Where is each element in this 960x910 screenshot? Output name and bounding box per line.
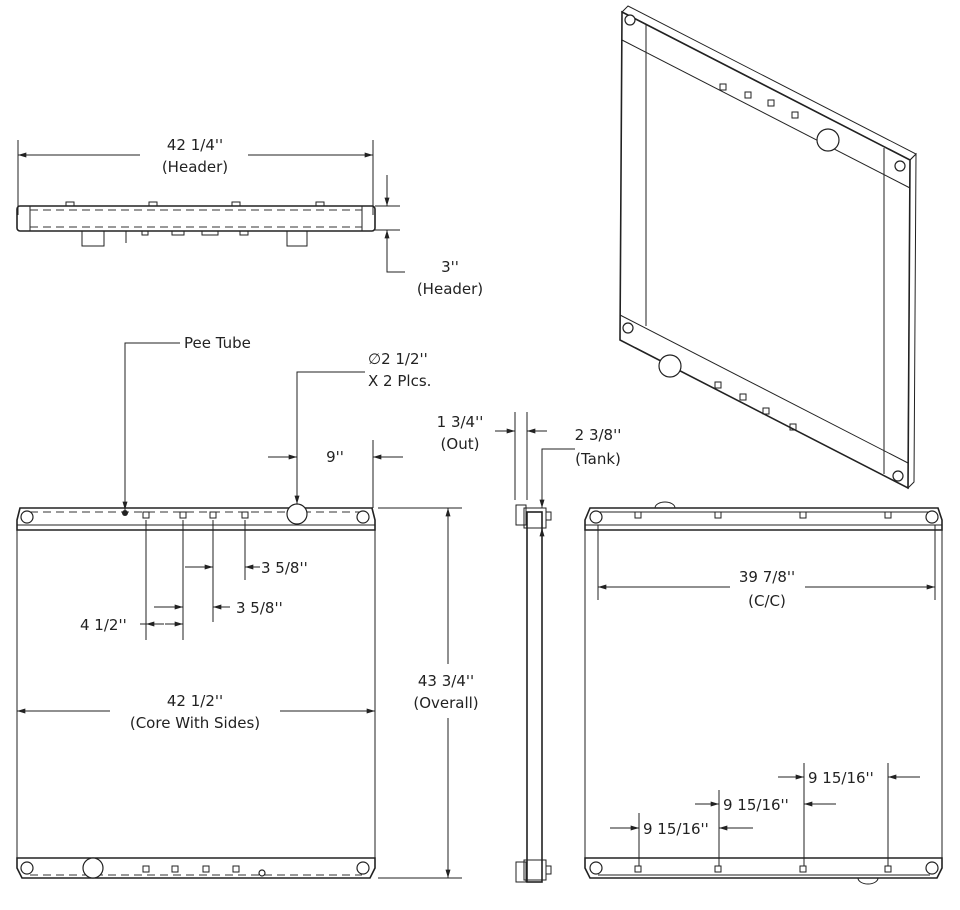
tank-value: 2 3/8'': [575, 426, 622, 444]
header-height-label: (Header): [417, 280, 483, 298]
pee-tube-label: Pee Tube: [184, 334, 251, 352]
tab-spacing-3: 4 1/2'': [80, 616, 127, 634]
tab-spacing-2: 3 5/8'': [236, 599, 283, 617]
overall-height-label: (Overall): [413, 694, 478, 712]
side-view: 1 3/4'' (Out) 2 3/8'' (Tank): [437, 412, 622, 883]
header-height-value: 3'': [441, 258, 459, 276]
header-width-value: 42 1/4'': [167, 136, 223, 154]
cc-label: (C/C): [748, 592, 786, 610]
header-body: [16, 205, 376, 232]
side-out-label: (Out): [441, 435, 480, 453]
inlet-offset: 9'': [326, 448, 344, 466]
rear-spacing-2: 9 15/16'': [723, 796, 789, 814]
core-width-label: (Core With Sides): [130, 714, 260, 732]
inlet-diameter: ∅2 1/2'': [368, 350, 428, 368]
isometric-view: [619, 5, 917, 490]
tank-label: (Tank): [575, 450, 621, 468]
rear-view: 39 7/8'' (C/C) 9 15/16'' 9 15/16'' 9 15/…: [584, 501, 943, 885]
header-width-label: (Header): [162, 158, 228, 176]
top-view: 42 1/4'' (Header) 3'' (Header): [16, 136, 483, 298]
core-width-value: 42 1/2'': [167, 692, 223, 710]
rear-spacing-1: 9 15/16'': [643, 820, 709, 838]
rear-spacing-3: 9 15/16'': [808, 769, 874, 787]
side-out-value: 1 3/4'': [437, 413, 484, 431]
tab-spacing-1: 3 5/8'': [261, 559, 308, 577]
front-view: Pee Tube ∅2 1/2'' X 2 Plcs. 9'' 3 5/8'' …: [16, 334, 479, 879]
inlet-quantity: X 2 Plcs.: [368, 372, 431, 390]
cc-value: 39 7/8'': [739, 568, 795, 586]
overall-height-value: 43 3/4'': [418, 672, 474, 690]
